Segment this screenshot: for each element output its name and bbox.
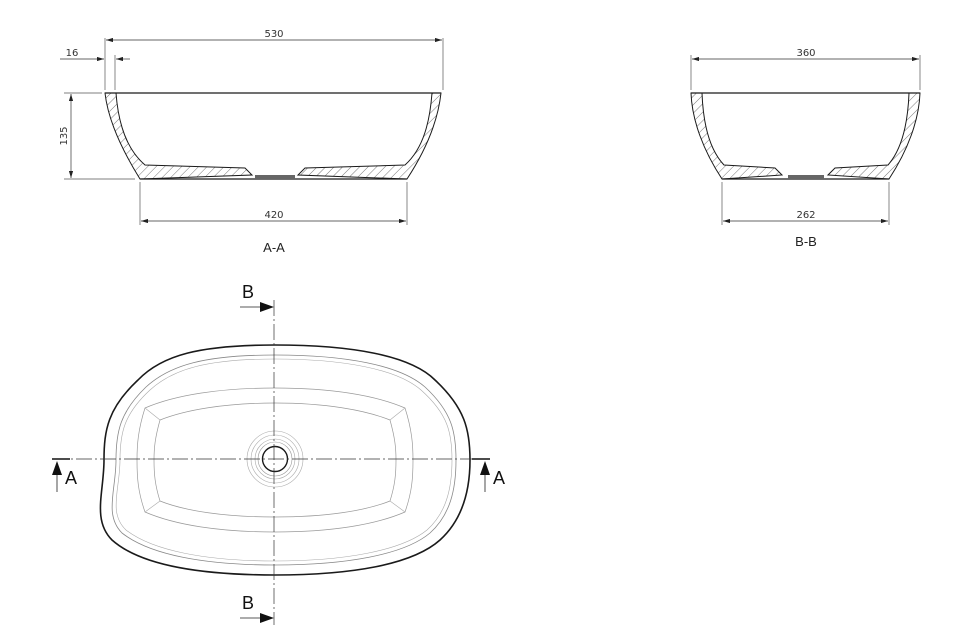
section-marker-b-top: B (240, 282, 274, 312)
section-bb-wall-left (690, 92, 784, 180)
section-aa-wall-right (296, 92, 442, 180)
section-bb-view: 360 262 B-B (690, 48, 921, 249)
dim-bb-overall-width: 360 (796, 48, 815, 59)
dim-aa-rim-thickness: 16 (66, 48, 79, 59)
svg-text:A: A (493, 468, 505, 488)
section-aa-label: A-A (263, 240, 285, 255)
svg-text:B: B (242, 282, 254, 302)
basin-floor-outer (136, 387, 414, 533)
dim-aa-overall-width: 530 (264, 29, 283, 40)
basin-outer-rim (99, 344, 471, 576)
section-marker-a-left: A (52, 458, 77, 492)
dim-bb-base-width: 262 (796, 210, 815, 221)
section-bb-wall-right (826, 92, 921, 180)
section-marker-b-bottom: B (240, 593, 274, 623)
basin-floor-inner (153, 402, 397, 518)
dim-aa-height: 135 (59, 126, 70, 145)
drain-aa (255, 175, 295, 179)
section-aa-wall-left (104, 92, 254, 180)
section-marker-a-right: A (472, 458, 505, 492)
dim-aa-base-width: 420 (264, 210, 283, 221)
drain-bb (788, 175, 824, 179)
svg-text:A: A (65, 468, 77, 488)
section-bb-label: B-B (795, 234, 817, 249)
plan-view: B B A A (52, 282, 505, 625)
basin-inner-rim (111, 354, 457, 566)
section-aa-view: 530 16 135 420 A-A (59, 29, 444, 255)
svg-text:B: B (242, 593, 254, 613)
